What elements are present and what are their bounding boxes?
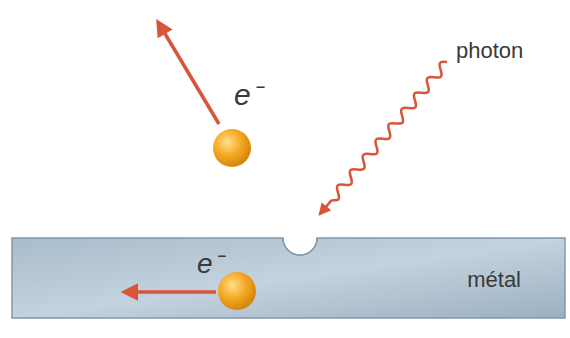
electron-label: e⁻ [197,250,222,278]
metal-band: métal [12,238,565,318]
photon-label: photon [456,40,523,62]
electron-label: e⁻ [234,80,261,110]
electron [218,272,256,310]
metal-slab [12,238,565,318]
ejected-arrow [158,22,219,124]
electron [213,129,251,167]
photon-wave [320,62,447,214]
material-name: métal [467,269,521,291]
surface-dent [283,238,317,255]
electron-arrow [124,290,216,294]
